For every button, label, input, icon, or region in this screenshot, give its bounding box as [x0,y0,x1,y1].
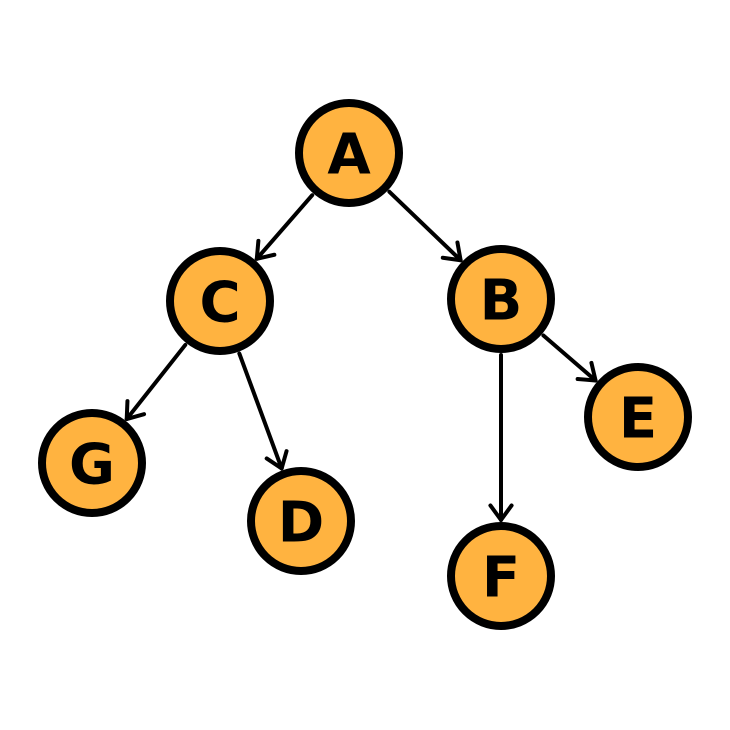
node-label: D [278,491,324,556]
node-label: C [199,271,240,336]
arrow-head-icon [124,399,147,422]
edges-layer [124,189,598,522]
edge-line [541,333,598,383]
arrow-head-icon [488,503,514,522]
node-circle [295,99,403,207]
node-circle [38,409,146,517]
node-E: E [584,363,692,471]
node-label: B [480,269,523,334]
edge-C-D [237,351,289,471]
edge-line [237,351,284,471]
node-circle [447,522,555,630]
arrow-head-icon [575,360,598,383]
node-circle [584,363,692,471]
node-label: G [69,433,115,498]
node-F: F [447,522,555,630]
node-circle [247,467,355,575]
edge-B-F [488,353,514,522]
edge-line [254,193,315,261]
edge-C-G [124,342,188,422]
node-C: C [166,247,274,355]
edge-line [124,342,188,422]
node-D: D [247,467,355,575]
nodes-layer: A C B G D F E [38,99,692,630]
edge-A-B [387,189,463,263]
arrow-head-icon [440,240,463,263]
edge-B-E [541,333,598,383]
node-circle [447,245,555,353]
node-circle [166,247,274,355]
node-label: A [327,123,371,188]
edge-A-C [254,193,315,261]
node-label: E [619,387,657,452]
node-label: F [482,546,520,611]
edge-line [387,189,463,263]
arrow-head-icon [264,449,289,471]
arrow-head-icon [254,238,277,261]
node-A: A [295,99,403,207]
node-G: G [38,409,146,517]
node-B: B [447,245,555,353]
